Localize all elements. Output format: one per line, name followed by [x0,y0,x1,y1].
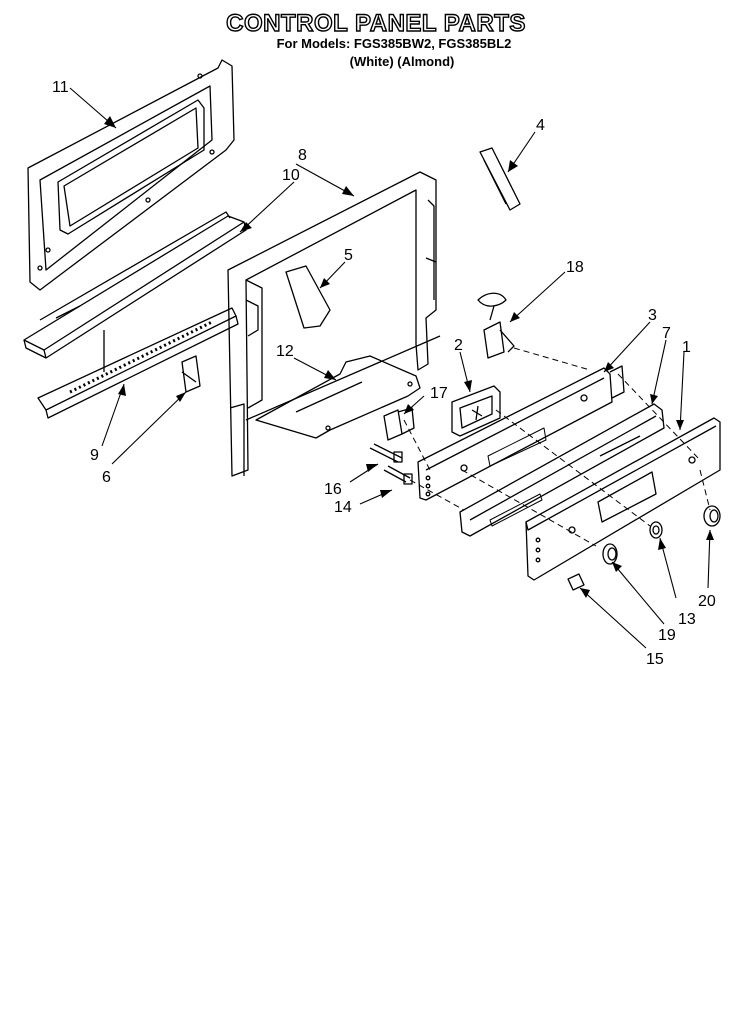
callout-13: 13 [678,611,696,628]
callout-2: 2 [454,337,463,354]
part-19-knob [602,543,618,565]
callout-15: 15 [646,651,664,668]
part-3-panel-bracket [417,365,625,501]
page-title: CONTROL PANEL PARTS [225,9,526,37]
part-1-front-panel [525,417,721,581]
part-4-end-cap [479,147,521,211]
callout-9: 9 [90,447,99,464]
callout-6: 6 [102,469,111,486]
part-20-knob [703,505,721,527]
part-9-vent-strip [37,307,239,419]
callout-18: 18 [566,259,584,276]
part-2-display [451,385,501,437]
callout-10: 10 [282,167,300,184]
color-variants: (White) (Almond) [349,54,455,69]
part-6-clip [181,355,201,393]
part-18-thermostat [477,292,515,359]
callout-5: 5 [344,247,353,264]
part-16-button [369,443,403,463]
callout-3: 3 [648,307,657,324]
callout-labels: 11 8 10 4 5 18 3 7 1 2 12 17 16 14 9 6 1… [52,79,716,668]
part-17-switch [383,407,415,441]
callout-16: 16 [324,481,342,498]
callout-7: 7 [662,325,671,342]
part-14-button [383,465,413,485]
callout-4: 4 [536,117,545,134]
callout-17: 17 [430,385,448,402]
part-7-inner-panel [459,403,665,537]
callout-14: 14 [334,499,352,516]
part-5-insert [285,265,331,329]
part-11-rear-bracket [27,59,235,291]
part-8-frame [227,171,441,477]
part-13-knob [649,521,663,539]
alignment-lines [403,347,711,547]
callout-8: 8 [298,147,307,164]
model-subtitle: For Models: FGS385BW2, FGS385BL2 [276,36,512,51]
callout-19: 19 [658,627,676,644]
part-15-pushbutton [567,573,585,591]
callout-1: 1 [682,339,691,356]
part-12-heat-shield [255,355,421,439]
arrowheads [104,116,714,598]
callout-20: 20 [698,593,716,610]
callout-12: 12 [276,343,294,360]
callout-11: 11 [52,79,69,96]
